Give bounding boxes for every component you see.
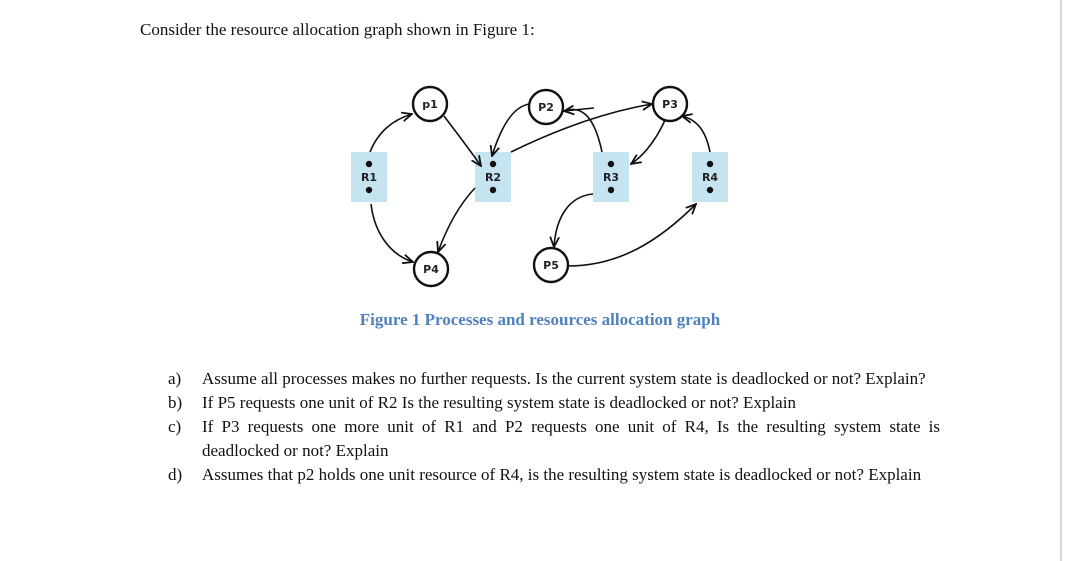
intro-text: Consider the resource allocation graph s… (140, 20, 535, 39)
question-text: Assume all processes makes no further re… (202, 369, 926, 388)
p4-label: P4 (423, 263, 439, 276)
edge-p3-to-r3 (631, 119, 666, 164)
edge-r1-to-p1 (369, 114, 412, 153)
r2-unit-dot (489, 160, 497, 168)
process-p1: p1 (411, 85, 449, 123)
graph-svg: R1 R2 R3 R4 p1 P2 (351, 85, 728, 288)
edge-p2-to-r2 (492, 103, 531, 156)
graph-edges (369, 103, 711, 267)
question-list: a) Assume all processes makes no further… (168, 367, 940, 487)
resource-r3: R3 (593, 152, 629, 202)
question-letter: a) (168, 369, 182, 388)
r4-label: R4 (702, 171, 718, 184)
page-edge (1060, 0, 1062, 561)
process-p2: P2 (527, 88, 565, 126)
question-b: b) If P5 requests one unit of R2 Is the … (168, 391, 940, 415)
edge-r1-to-p4 (370, 203, 413, 262)
edge-r2-to-p4 (438, 187, 476, 252)
r1-unit-dot (365, 186, 373, 194)
question-text: Assumes that p2 holds one unit resource … (202, 465, 922, 484)
question-c: c) If P3 requests one more unit of R1 an… (168, 415, 940, 463)
process-p4: P4 (412, 250, 450, 288)
question-text: If P5 requests one unit of R2 Is the res… (202, 393, 796, 412)
process-p3: P3 (651, 85, 689, 123)
resource-r1: R1 (351, 152, 387, 202)
question-letter: d) (168, 465, 183, 484)
r4-unit-dot (706, 186, 714, 194)
edge-r3-to-p2-head (564, 108, 595, 111)
r3-unit-dot (607, 160, 615, 168)
figure-caption-text: Figure 1 Processes and resources allocat… (359, 310, 721, 329)
p3-label: P3 (662, 98, 678, 111)
question-a: a) Assume all processes makes no further… (168, 367, 940, 391)
p2-label: P2 (538, 101, 554, 114)
r2-unit-dot (489, 186, 497, 194)
question-d: d) Assumes that p2 holds one unit resour… (168, 463, 940, 487)
r1-label: R1 (361, 171, 377, 184)
r3-label: R3 (603, 171, 619, 184)
edge-p5-to-r4 (567, 204, 696, 267)
question-letter: b) (168, 393, 183, 412)
resource-r4: R4 (692, 152, 728, 202)
figure-caption: Figure 1 Processes and resources allocat… (0, 310, 1080, 330)
edge-r4-to-p3 (682, 116, 711, 153)
edge-r3-to-p5 (554, 193, 594, 247)
r2-label: R2 (485, 171, 501, 184)
edge-r3-to-p2 (561, 108, 603, 153)
r4-unit-dot (706, 160, 714, 168)
p5-label: P5 (543, 259, 559, 272)
question-letter: c) (168, 417, 182, 436)
p1-label: p1 (422, 98, 438, 111)
edge-r2-to-p3 (510, 104, 652, 153)
r1-unit-dot (365, 160, 373, 168)
resource-r2: R2 (475, 152, 511, 202)
process-p5: P5 (532, 246, 570, 284)
resource-allocation-graph: R1 R2 R3 R4 p1 P2 (340, 80, 740, 305)
edge-p1-to-r2 (443, 115, 481, 166)
r3-unit-dot (607, 186, 615, 194)
question-text: If P3 requests one more unit of R1 and P… (202, 417, 940, 460)
